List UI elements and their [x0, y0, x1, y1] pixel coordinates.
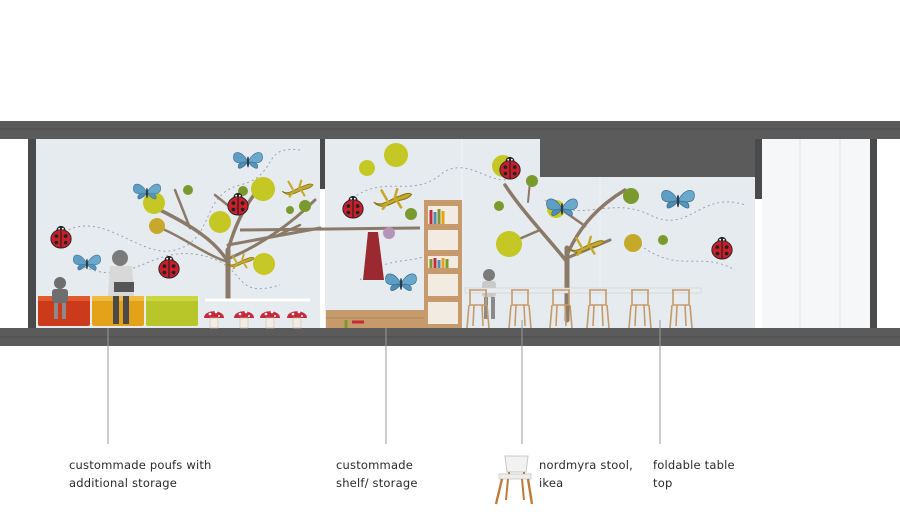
column-right — [755, 139, 762, 199]
label-shelf-line-2: shelf/ storage — [336, 476, 418, 490]
wall-end-room — [762, 139, 870, 328]
label-shelf-line-1: custommade — [336, 458, 413, 472]
nordmyra-stool — [628, 289, 652, 329]
nordmyra-stool — [466, 289, 490, 329]
nordmyra-stools — [466, 289, 693, 329]
label-table-line-1: foldable table — [653, 458, 735, 472]
hanging-coat — [363, 232, 384, 280]
label-stool-line-1: nordmyra stool, — [539, 458, 634, 472]
label-stool-line-2: ikea — [539, 476, 564, 490]
leader-lines — [107, 320, 661, 444]
ceiling-beam — [540, 139, 760, 177]
column-far-right — [870, 139, 877, 328]
label-table-line-2: top — [653, 476, 673, 490]
nordmyra-stool — [549, 289, 573, 329]
nordmyra-stool — [586, 289, 610, 329]
column-left — [28, 139, 36, 328]
label-stool: nordmyra stool, ikea — [539, 456, 633, 492]
tree-left-leaves — [143, 177, 311, 275]
label-poufs-line-2: additional storage — [69, 476, 178, 490]
leaf-middle-small — [359, 160, 375, 176]
ceiling-slab — [0, 121, 900, 139]
label-poufs-line-1: custommade poufs with — [69, 458, 212, 472]
label-poufs: custommade poufs with additional storage — [69, 456, 212, 492]
label-shelf: custommade shelf/ storage — [336, 456, 418, 492]
leaf-middle-room — [384, 143, 408, 167]
chair-icon — [494, 455, 534, 505]
nordmyra-stool — [669, 289, 693, 329]
nordmyra-stool — [508, 289, 532, 329]
woman-figure — [108, 250, 134, 324]
child-figure — [52, 277, 68, 319]
foldable-table-top — [464, 287, 702, 294]
hanging-hat — [383, 227, 395, 239]
shelf-storage — [326, 200, 462, 328]
label-table: foldable table top — [653, 456, 735, 492]
column-middle — [320, 139, 325, 189]
leaf-middle-green — [405, 208, 417, 220]
